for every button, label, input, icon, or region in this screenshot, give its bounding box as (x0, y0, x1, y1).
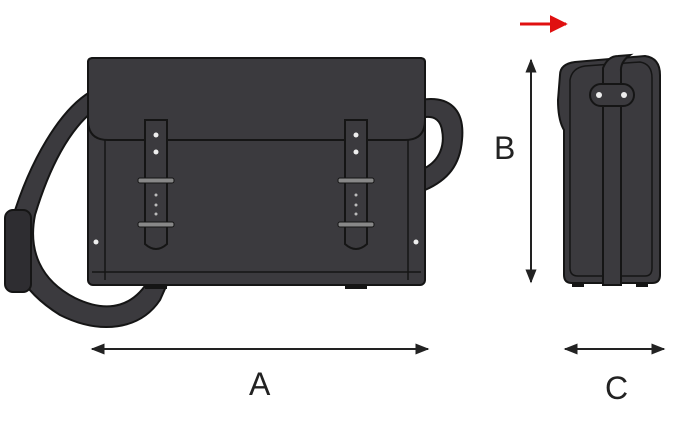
buckle-strap-right (337, 119, 375, 250)
bag-front-view (87, 57, 426, 289)
dimension-a-label: A (249, 366, 271, 402)
dimension-c-label: C (605, 370, 629, 406)
bag-flap (87, 57, 426, 141)
shoulder-strap-right (419, 98, 464, 192)
bag-side-view (556, 53, 661, 287)
buckle-strap-left (137, 119, 175, 250)
strap-pad (4, 209, 32, 293)
dimension-b-label: B (494, 130, 516, 166)
